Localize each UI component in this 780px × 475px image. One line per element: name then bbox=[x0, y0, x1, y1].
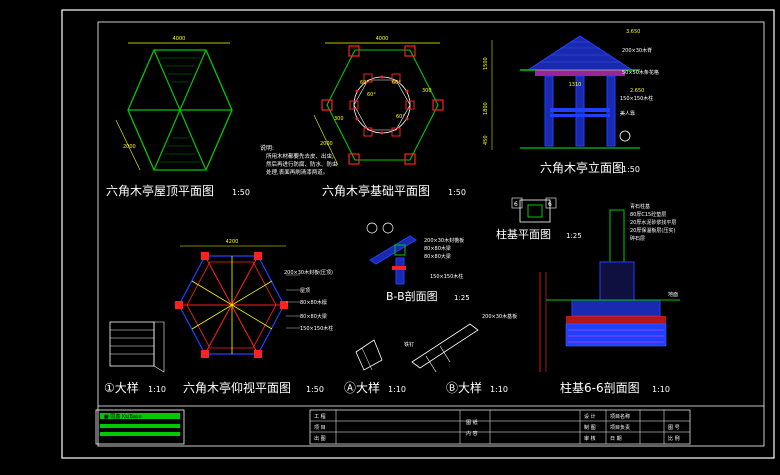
svg-text:所用木材都要先去皮、出虫,: 所用木材都要先去皮、出虫, bbox=[266, 152, 334, 160]
elevation-scale: 1:50 bbox=[622, 165, 640, 174]
svg-text:150×150木柱: 150×150木柱 bbox=[300, 325, 333, 332]
svg-text:150×150木柱: 150×150木柱 bbox=[430, 273, 463, 280]
svg-text:4200: 4200 bbox=[226, 239, 239, 245]
outer-frame bbox=[61, 9, 775, 459]
foundation-plan: 4000 60° 60° 60° 60° 300 3 bbox=[313, 36, 444, 166]
detail-b-title: Ⓑ大样 bbox=[446, 380, 482, 395]
svg-text:6: 6 bbox=[548, 201, 552, 208]
roof-side-dim: 2000 bbox=[123, 144, 136, 150]
svg-text:60°: 60° bbox=[360, 80, 369, 86]
svg-text:300: 300 bbox=[422, 88, 432, 94]
svg-text:然后再进行防腐、防水、防虫: 然后再进行防腐、防水、防虫 bbox=[266, 160, 338, 168]
detail-b: 200×30木基板 铁钉 bbox=[404, 313, 517, 373]
svg-text:出 图: 出 图 bbox=[314, 435, 326, 442]
svg-text:2.650: 2.650 bbox=[630, 88, 644, 94]
svg-text:200×30木基板: 200×30木基板 bbox=[482, 313, 517, 320]
section-66-scale: 1:10 bbox=[652, 385, 670, 394]
svg-text:制 图: 制 图 bbox=[584, 424, 596, 431]
svg-text:200×30木脊: 200×30木脊 bbox=[622, 47, 652, 54]
ceiling-plan: 4200 200×30木封板(压顶) 屋顶 80×80木檩 80×80大梁 15… bbox=[175, 239, 333, 358]
detail-1-scale: 1:10 bbox=[148, 385, 166, 394]
svg-text:图 纸: 图 纸 bbox=[466, 419, 478, 426]
svg-text:80×80大梁: 80×80大梁 bbox=[424, 253, 451, 260]
section-bb-scale: 1:25 bbox=[454, 294, 470, 302]
detail-1 bbox=[109, 321, 165, 373]
section-bb: 200×30木封檐板 80×80木梁 80×80大梁 150×150木柱 bbox=[366, 222, 464, 285]
svg-text:200×30木封檐板: 200×30木封檐板 bbox=[424, 237, 464, 244]
svg-text:450: 450 bbox=[483, 135, 489, 145]
svg-text:1800: 1800 bbox=[483, 102, 489, 115]
svg-text:80×80木檩: 80×80木檩 bbox=[300, 299, 327, 306]
svg-text:说明:: 说明: bbox=[260, 144, 274, 152]
ceiling-plan-title: 六角木亭仰视平面图 bbox=[183, 380, 291, 395]
svg-text:150×150木柱: 150×150木柱 bbox=[620, 95, 653, 102]
svg-text:项 目: 项 目 bbox=[314, 425, 326, 431]
logo-line: ■ 同鑫 Ks/Base bbox=[104, 413, 142, 420]
svg-text:碎石层: 碎石层 bbox=[630, 235, 645, 242]
svg-text:处理,表面再刷清漆两道。: 处理,表面再刷清漆两道。 bbox=[266, 168, 328, 176]
svg-text:图 号: 图 号 bbox=[668, 425, 680, 431]
title-block: ■ 同鑫 Ks/Base 工 程 项 目 出 图 图 纸 内 容 设 计 制 图… bbox=[95, 405, 764, 445]
section-66-title: 柱基6-6剖面图 bbox=[560, 380, 640, 395]
roof-plan-scale: 1:50 bbox=[232, 188, 250, 197]
svg-text:1310: 1310 bbox=[569, 82, 582, 88]
roof-plan-title: 六角木亭屋顶平面图 bbox=[106, 183, 214, 198]
detail-a bbox=[355, 339, 383, 371]
ceiling-plan-scale: 1:50 bbox=[306, 385, 324, 394]
svg-text:美人靠: 美人靠 bbox=[620, 110, 635, 117]
svg-text:项目负责: 项目负责 bbox=[610, 424, 630, 431]
svg-text:60°: 60° bbox=[396, 114, 405, 120]
column-base-title: 柱基平面图 bbox=[496, 227, 551, 241]
svg-text:6: 6 bbox=[514, 201, 518, 208]
svg-text:60°: 60° bbox=[392, 80, 401, 86]
foundation-plan-scale: 1:50 bbox=[448, 188, 466, 197]
svg-text:设 计: 设 计 bbox=[584, 413, 596, 420]
found-width-dim: 4000 bbox=[376, 36, 389, 42]
notes-block: 说明: 所用木材都要先去皮、出虫, 然后再进行防腐、防水、防虫 处理,表面再刷清… bbox=[260, 144, 338, 176]
svg-text:铁钉: 铁钉 bbox=[404, 341, 414, 348]
elevation: 1500 1800 450 3.650 2.650 1310 200×30木脊 … bbox=[483, 29, 659, 150]
svg-text:80厚C15砼垫层: 80厚C15砼垫层 bbox=[630, 211, 666, 218]
svg-text:项目名称: 项目名称 bbox=[610, 413, 630, 420]
column-base-scale: 1:25 bbox=[566, 232, 582, 240]
foundation-plan-title: 六角木亭基础平面图 bbox=[322, 183, 430, 198]
svg-text:20厚保温板层(压实): 20厚保温板层(压实) bbox=[630, 227, 675, 234]
svg-text:工 程: 工 程 bbox=[314, 413, 326, 420]
elevation-title: 六角木亭立面图 bbox=[540, 160, 624, 175]
svg-text:60°: 60° bbox=[367, 92, 376, 98]
section-bb-title: B-B剖面图 bbox=[386, 289, 438, 303]
detail-a-title: Ⓐ大样 bbox=[344, 380, 380, 395]
svg-text:内 容: 内 容 bbox=[466, 430, 478, 437]
found-side-dim: 2000 bbox=[320, 141, 333, 147]
svg-text:比 例: 比 例 bbox=[668, 435, 680, 442]
svg-text:200×30木封板(压顶): 200×30木封板(压顶) bbox=[284, 269, 333, 276]
svg-text:屋顶: 屋顶 bbox=[300, 288, 310, 294]
svg-text:50×50木条花格: 50×50木条花格 bbox=[622, 69, 659, 76]
svg-text:3.650: 3.650 bbox=[626, 29, 640, 35]
section-66: 青石柱基 80厚C15砼垫层 20厚水泥砂浆找平层 20厚保温板层(压实) 碎石… bbox=[539, 203, 680, 372]
column-base-plan: 6 6 bbox=[511, 197, 557, 223]
roof-width-dim: 4000 bbox=[173, 36, 186, 42]
svg-text:80×80大梁: 80×80大梁 bbox=[300, 313, 327, 320]
svg-text:80×80木梁: 80×80木梁 bbox=[424, 245, 451, 252]
svg-text:日 期: 日 期 bbox=[610, 436, 622, 442]
svg-text:青石柱基: 青石柱基 bbox=[630, 203, 650, 210]
svg-text:20厚水泥砂浆找平层: 20厚水泥砂浆找平层 bbox=[630, 219, 676, 226]
detail-b-scale: 1:10 bbox=[490, 385, 508, 394]
svg-text:1500: 1500 bbox=[483, 57, 489, 70]
detail-a-scale: 1:10 bbox=[388, 385, 406, 394]
svg-text:地面: 地面 bbox=[668, 291, 678, 298]
svg-text:审 核: 审 核 bbox=[584, 435, 596, 442]
detail-1-title: ①大样 bbox=[104, 380, 139, 395]
roof-plan: 4000 2000 bbox=[115, 36, 233, 171]
svg-text:300: 300 bbox=[334, 116, 344, 122]
inner-frame bbox=[97, 21, 765, 447]
